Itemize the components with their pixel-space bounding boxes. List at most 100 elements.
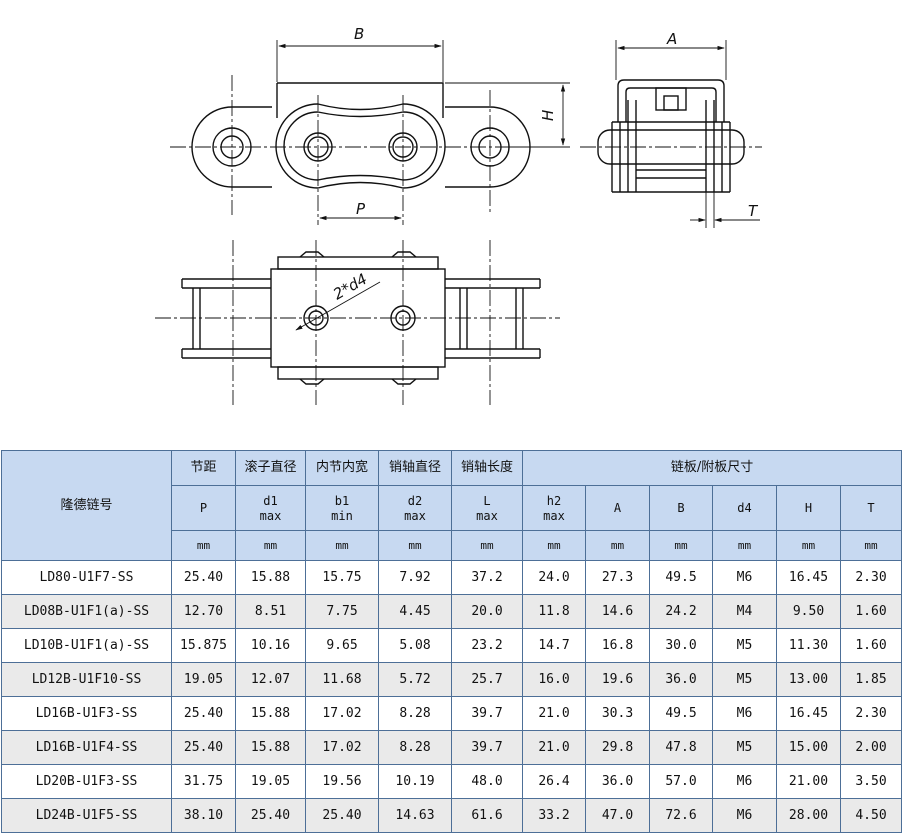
dim-label-t: T <box>748 202 759 220</box>
value-cell: 15.875 <box>171 628 236 663</box>
value-cell: 36.0 <box>649 662 713 697</box>
value-cell: 15.88 <box>235 730 306 765</box>
value-cell: 38.10 <box>171 798 236 833</box>
value-cell: 25.40 <box>305 798 379 833</box>
value-cell: M6 <box>712 798 777 833</box>
model-cell: LD20B-U1F3-SS <box>1 764 172 799</box>
value-cell: 25.7 <box>451 662 523 697</box>
value-cell: 4.45 <box>378 594 452 629</box>
value-cell: 1.60 <box>839 594 903 629</box>
value-cell: 24.2 <box>649 594 713 629</box>
value-cell: 8.51 <box>235 594 306 629</box>
value-cell: 39.7 <box>451 730 523 765</box>
symbol-text: L <box>483 493 491 508</box>
value-cell: 57.0 <box>649 764 713 799</box>
value-cell: 21.00 <box>776 764 841 799</box>
dim-label-b: B <box>354 25 364 43</box>
dim-label-p: P <box>356 200 366 218</box>
value-cell: 11.8 <box>522 594 586 629</box>
symbol-limit: max <box>543 508 565 523</box>
header-symbol-a: A <box>585 485 650 531</box>
header-pin-diameter: 销轴直径 <box>378 450 452 486</box>
symbol-text: d4 <box>737 500 752 515</box>
value-cell: 25.40 <box>235 798 306 833</box>
value-cell: 14.63 <box>378 798 452 833</box>
value-cell: 1.85 <box>839 662 903 697</box>
symbol-text: d2 <box>407 493 423 508</box>
value-cell: 25.40 <box>171 696 236 731</box>
value-cell: 72.6 <box>649 798 713 833</box>
side-view <box>191 82 531 189</box>
value-cell: 9.65 <box>305 628 379 663</box>
value-cell: 4.50 <box>839 798 903 833</box>
symbol-text: b1 <box>334 493 350 508</box>
dim-label-d4: 2*d4 <box>330 270 370 304</box>
value-cell: 15.88 <box>235 696 306 731</box>
value-cell: 11.68 <box>305 662 379 697</box>
value-cell: 10.16 <box>235 628 306 663</box>
value-cell: 26.4 <box>522 764 586 799</box>
model-cell: LD12B-U1F10-SS <box>1 662 172 697</box>
value-cell: M6 <box>712 764 777 799</box>
value-cell: 16.0 <box>522 662 586 697</box>
model-cell: LD24B-U1F5-SS <box>1 798 172 833</box>
value-cell: 33.2 <box>522 798 586 833</box>
value-cell: 16.45 <box>776 560 841 595</box>
value-cell: 5.72 <box>378 662 452 697</box>
unit-cell: mm <box>378 530 452 561</box>
header-model: 隆德链号 <box>1 450 172 561</box>
value-cell: 24.0 <box>522 560 586 595</box>
end-view <box>597 79 745 193</box>
symbol-limit: min <box>331 508 353 523</box>
value-cell: 9.50 <box>776 594 841 629</box>
value-cell: 11.30 <box>776 628 841 663</box>
value-cell: 39.7 <box>451 696 523 731</box>
value-cell: 47.8 <box>649 730 713 765</box>
value-cell: 2.30 <box>839 696 903 731</box>
unit-cell: mm <box>585 530 650 561</box>
value-cell: 48.0 <box>451 764 523 799</box>
value-cell: 61.6 <box>451 798 523 833</box>
symbol-text: A <box>613 500 622 515</box>
header-symbol-d4: d4 <box>712 485 777 531</box>
value-cell: 5.08 <box>378 628 452 663</box>
unit-cell: mm <box>839 530 903 561</box>
header-row-cn: 隆德链号 节距 滚子直径 内节内宽 销轴直径 销轴长度 链板/附板尺寸 <box>1 450 903 561</box>
unit-cell: mm <box>712 530 777 561</box>
value-cell: 19.05 <box>235 764 306 799</box>
symbol-limit: max <box>476 508 498 523</box>
header-inner-width: 内节内宽 <box>305 450 379 486</box>
unit-cell: mm <box>776 530 841 561</box>
value-cell: 20.0 <box>451 594 523 629</box>
symbol-limit: max <box>404 508 426 523</box>
value-cell: 36.0 <box>585 764 650 799</box>
value-cell: M5 <box>712 662 777 697</box>
header-pitch: 节距 <box>171 450 236 486</box>
value-cell: 25.40 <box>171 730 236 765</box>
value-cell: 49.5 <box>649 696 713 731</box>
value-cell: 3.50 <box>839 764 903 799</box>
value-cell: 8.28 <box>378 730 452 765</box>
symbol-text: B <box>677 500 685 515</box>
header-symbol-h: H <box>776 485 841 531</box>
dim-label-h: H <box>539 110 557 121</box>
value-cell: 12.70 <box>171 594 236 629</box>
value-cell: 17.02 <box>305 730 379 765</box>
model-cell: LD16B-U1F3-SS <box>1 696 172 731</box>
value-cell: 7.75 <box>305 594 379 629</box>
value-cell: 31.75 <box>171 764 236 799</box>
value-cell: 19.6 <box>585 662 650 697</box>
value-cell: 19.05 <box>171 662 236 697</box>
value-cell: 15.88 <box>235 560 306 595</box>
